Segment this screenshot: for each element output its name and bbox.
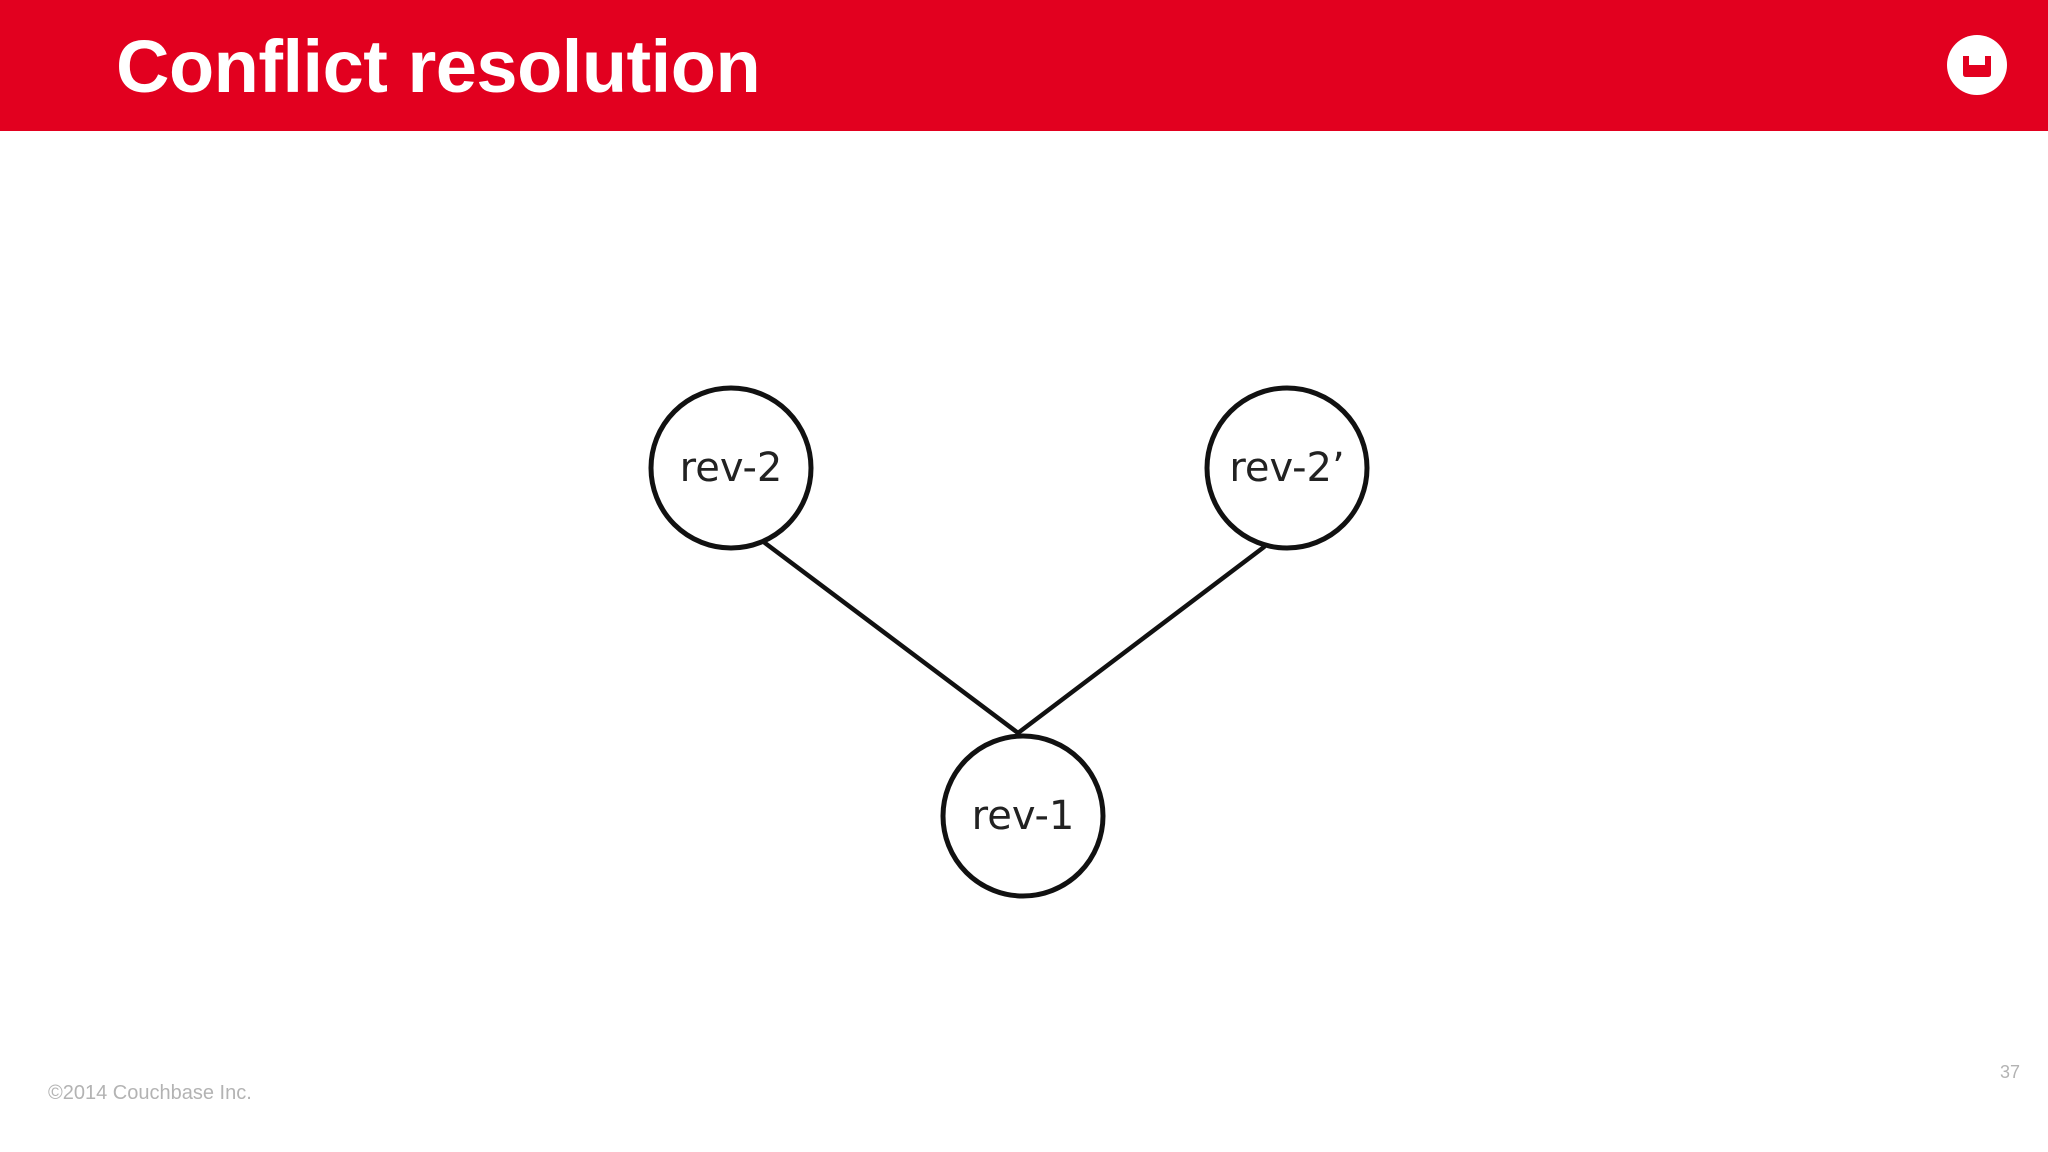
slide-header: Conflict resolution — [0, 0, 2048, 131]
slide-title: Conflict resolution — [116, 25, 761, 108]
edge-rev-2-to-rev-1 — [762, 540, 1021, 736]
node-rev-1: rev-1 — [940, 733, 1106, 899]
node-rev-2-prime-label: rev-2’ — [1229, 445, 1344, 491]
couchbase-logo-icon — [1947, 35, 2007, 95]
node-rev-2-prime: rev-2’ — [1204, 385, 1370, 551]
node-rev-2: rev-2 — [648, 385, 814, 551]
edge-rev-2-prime-to-rev-1 — [1015, 544, 1267, 736]
node-rev-1-label: rev-1 — [972, 793, 1075, 839]
node-rev-2-label: rev-2 — [680, 445, 783, 491]
page-number: 37 — [1999, 1062, 2020, 1082]
copyright-footer: ©2014 Couchbase Inc. — [48, 1082, 252, 1104]
